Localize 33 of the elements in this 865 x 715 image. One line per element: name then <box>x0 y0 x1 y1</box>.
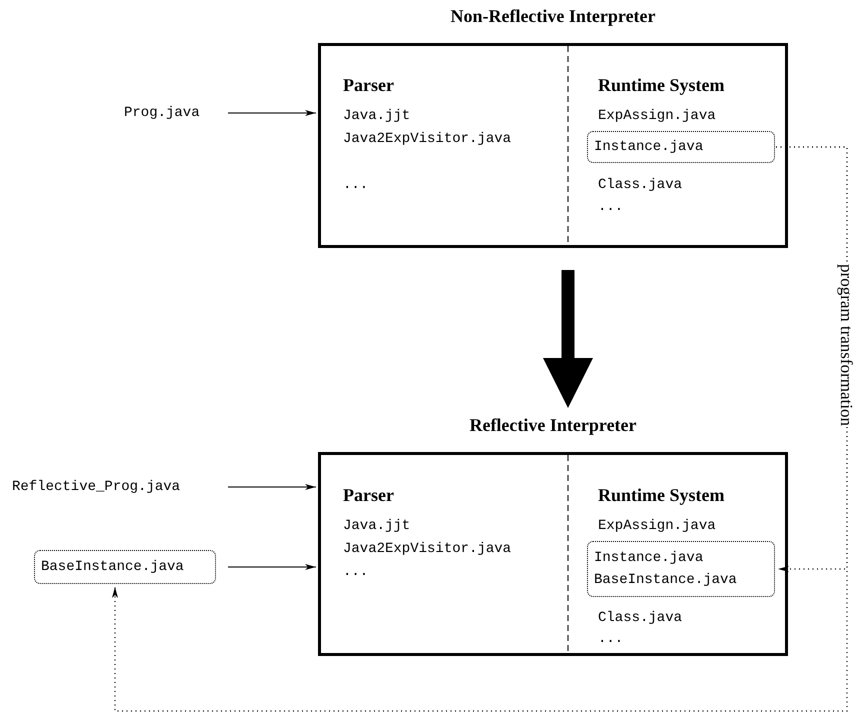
arrow <box>112 146 848 712</box>
file-name: ExpAssign.java <box>598 107 716 126</box>
file-name: Class.java <box>598 176 682 195</box>
file-name: Java2ExpVisitor.java <box>343 130 512 149</box>
edge-label: program transformation <box>836 264 856 426</box>
file-name: ... <box>343 563 368 582</box>
file-name: Java2ExpVisitor.java <box>343 540 512 559</box>
file-name: Java.jjt <box>343 107 410 126</box>
file-name: BaseInstance.java <box>41 558 185 577</box>
file-name: ... <box>598 198 624 217</box>
arrow <box>228 564 316 570</box>
file-name: BaseInstance.java <box>594 571 738 590</box>
file-name: Prog.java <box>118 103 218 123</box>
section-heading: Parser <box>343 484 394 506</box>
file-name: Instance.java <box>594 549 704 568</box>
arrow <box>228 484 316 490</box>
file-name: Class.java <box>598 609 682 628</box>
file-name: Instance.java <box>594 138 704 157</box>
file-group-box <box>587 131 775 163</box>
file-name: ... <box>598 630 624 649</box>
section-heading: Runtime System <box>598 484 724 506</box>
arrow <box>228 110 316 116</box>
file-name: ExpAssign.java <box>598 517 716 536</box>
file-name: Java.jjt <box>343 517 410 536</box>
section-heading: Runtime System <box>598 74 724 96</box>
file-group-box <box>34 550 216 584</box>
file-group-box <box>587 541 775 597</box>
section-heading: Parser <box>343 74 394 96</box>
interpreter-title: Non-Reflective Interpreter <box>449 5 657 27</box>
interpreter-title: Reflective Interpreter <box>468 414 638 436</box>
file-name: Reflective_Prog.java <box>6 477 218 497</box>
file-name: ... <box>343 176 368 195</box>
transform-arrow <box>543 270 593 408</box>
